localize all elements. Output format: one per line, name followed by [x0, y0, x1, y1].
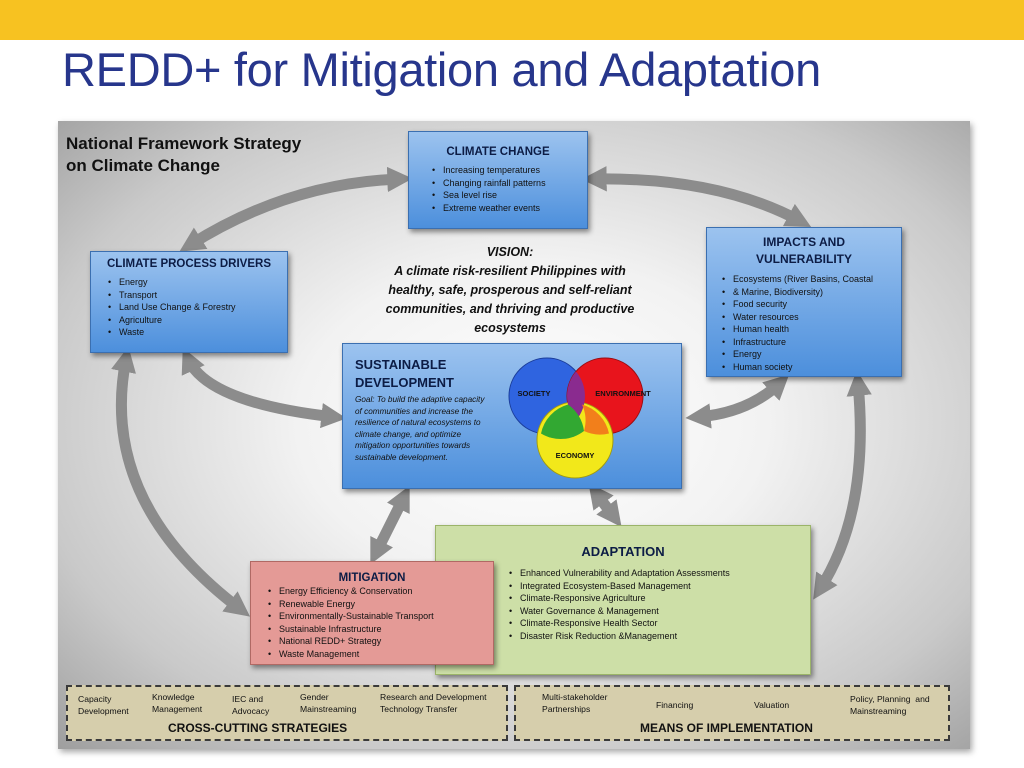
framework-diagram: National Framework Strategy on Climate C…	[58, 121, 970, 749]
means-of-implementation-box: Multi-stakeholder Partnerships Financing…	[514, 685, 950, 741]
means-item-policy: Policy, Planning and Mainstreaming	[850, 694, 930, 716]
impacts-vulnerability-box: IMPACTS AND VULNERABILITY Ecosystems (Ri…	[706, 227, 902, 377]
arrow-impacts-to-adaptation	[813, 370, 872, 600]
list-item: Increasing temperatures	[432, 164, 587, 177]
list-item: Sustainable Infrastructure	[268, 623, 493, 636]
connector-arrows	[111, 166, 872, 617]
list-item: Sea level rise	[432, 189, 587, 202]
adaptation-box: ADAPTATION Enhanced Vulnerability and Ad…	[435, 525, 811, 675]
framework-title: National Framework Strategy on Climate C…	[66, 134, 302, 175]
list-item: Agriculture	[108, 314, 287, 327]
list-item: Water Governance & Management	[509, 605, 810, 618]
arrow-impacts-to-sd	[685, 374, 790, 429]
list-item: Enhanced Vulnerability and Adaptation As…	[509, 567, 810, 580]
list-item: Changing rainfall patterns	[432, 177, 587, 190]
slide-title: REDD+ for Mitigation and Adaptation	[62, 43, 821, 96]
mitigation-title: MITIGATION	[338, 572, 406, 584]
arrow-climate-to-drivers	[179, 166, 413, 252]
mitigation-box: MITIGATION Energy Efficiency & Conservat…	[250, 561, 494, 665]
list-item: Energy Efficiency & Conservation	[268, 585, 493, 598]
list-item: Ecosystems (River Basins, Coastal	[722, 273, 901, 286]
list-item: Food security	[722, 298, 901, 311]
means-title: MEANS OF IMPLEMENTATION	[640, 721, 813, 735]
sustainable-development-box: SUSTAINABLE DEVELOPMENT Goal: To build t…	[342, 343, 682, 489]
arrow-drivers-to-sd	[181, 347, 347, 429]
means-item-partnerships: Multi-stakeholder Partnerships	[542, 692, 608, 714]
venn-label-economy: ECONOMY	[556, 451, 595, 460]
list-item-continuation: & Marine, Biodiversity)	[722, 286, 901, 299]
impacts-title: IMPACTS AND VULNERABILITY	[756, 235, 852, 266]
climate-change-title: CLIMATE CHANGE	[446, 146, 550, 158]
list-item: National REDD+ Strategy	[268, 635, 493, 648]
list-item: Human health	[722, 323, 901, 336]
cross-item-research: Research and Development Technology Tran…	[380, 692, 487, 714]
arrow-climate-to-impacts	[581, 166, 812, 227]
list-item: Disaster Risk Reduction &Management	[509, 630, 810, 643]
sustainable-development-goal: Goal: To build the adaptive capacity of …	[355, 395, 485, 462]
list-item: Energy	[722, 348, 901, 361]
list-item: Environmentally-Sustainable Transport	[268, 610, 493, 623]
list-item: Human society	[722, 361, 901, 374]
list-item: Climate-Responsive Agriculture	[509, 592, 810, 605]
cross-cutting-strategies-box: Capacity Development Knowledge Managemen…	[66, 685, 508, 741]
drivers-title: CLIMATE PROCESS DRIVERS	[107, 258, 271, 270]
cross-item-gender: Gender Mainstreaming	[300, 692, 357, 714]
sustainable-development-title: SUSTAINABLE DEVELOPMENT	[355, 357, 454, 390]
list-item: Water resources	[722, 311, 901, 324]
cross-item-iec: IEC and Advocacy	[232, 694, 270, 716]
climate-change-box: CLIMATE CHANGE Increasing temperatures C…	[408, 131, 588, 229]
top-accent-bar	[0, 0, 1024, 40]
list-item: Transport	[108, 289, 287, 302]
cross-cutting-title: CROSS-CUTTING STRATEGIES	[168, 721, 348, 735]
adaptation-title: ADAPTATION	[581, 544, 665, 559]
list-item: Infrastructure	[722, 336, 901, 349]
venn-label-environment: ENVIRONMENT	[595, 389, 651, 398]
list-item: Energy	[108, 276, 287, 289]
venn-overlap-society-economy	[541, 404, 584, 439]
means-item-valuation: Valuation	[754, 700, 790, 710]
venn-diagram: SOCIETY ENVIRONMENT ECONOMY	[508, 357, 651, 479]
venn-label-society: SOCIETY	[518, 389, 551, 398]
arrow-sd-to-adaptation	[588, 482, 622, 528]
climate-process-drivers-box: CLIMATE PROCESS DRIVERS Energy Transport…	[90, 251, 288, 353]
arrow-sd-to-mitigation	[370, 485, 410, 565]
list-item: Waste Management	[268, 648, 493, 661]
cross-item-capacity: Capacity Development	[78, 694, 129, 716]
cross-item-knowledge: Knowledge Management	[152, 692, 203, 714]
list-item: Waste	[108, 326, 287, 339]
arrow-drivers-to-mitigation	[111, 346, 251, 617]
list-item: Integrated Ecosystem-Based Management	[509, 580, 810, 593]
list-item: Climate-Responsive Health Sector	[509, 617, 810, 630]
means-item-financing: Financing	[656, 700, 694, 710]
list-item: Land Use Change & Forestry	[108, 301, 287, 314]
list-item: Renewable Energy	[268, 598, 493, 611]
list-item: Extreme weather events	[432, 202, 587, 215]
vision-statement: VISION: A climate risk-resilient Philipp…	[385, 245, 635, 335]
venn-overlap-environment-economy	[582, 404, 609, 435]
